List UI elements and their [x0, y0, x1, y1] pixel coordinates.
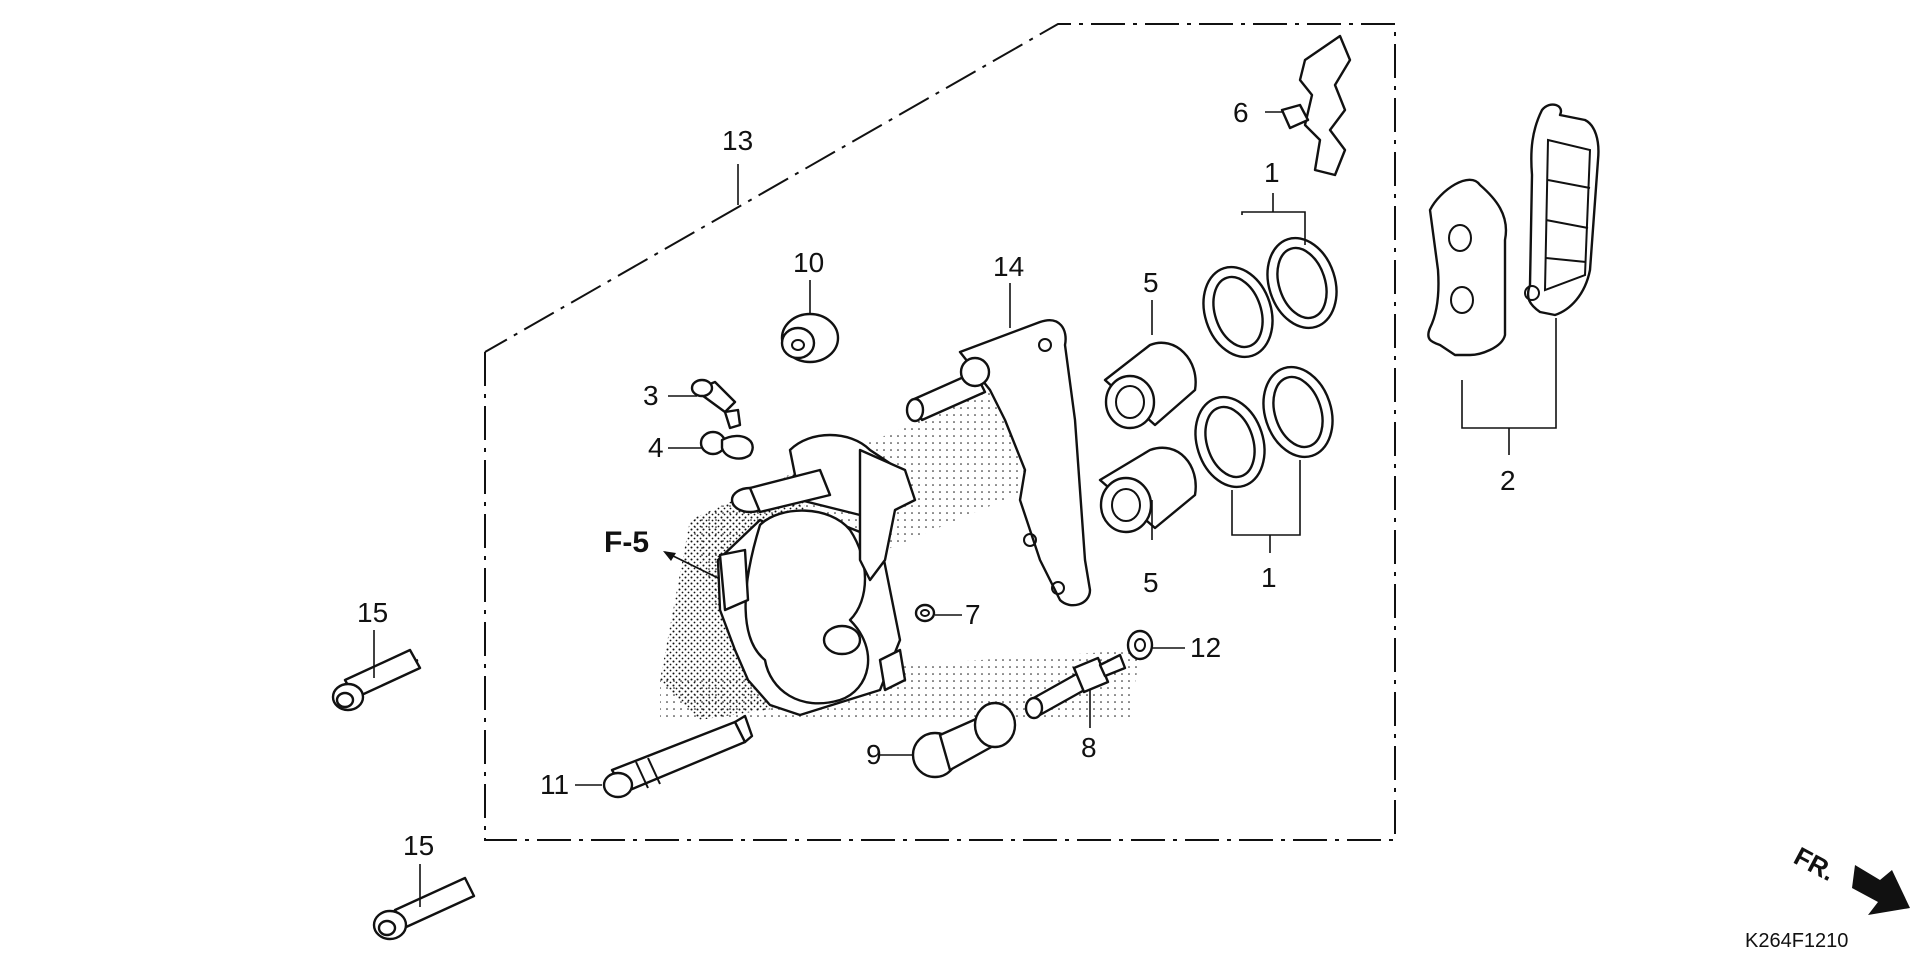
nut-7 — [914, 603, 936, 623]
callout-8: 8 — [1081, 732, 1097, 763]
pads-2 — [1427, 103, 1600, 357]
callout-13: 13 — [722, 125, 753, 156]
front-marker-label: FR. — [1789, 841, 1840, 887]
leader-lines — [373, 111, 1557, 907]
bolt-15-upper — [331, 648, 422, 712]
callout-5-top: 5 — [1143, 267, 1159, 298]
callout-15-lower: 15 — [403, 830, 434, 861]
spring-6 — [1280, 34, 1352, 177]
callout-9: 9 — [866, 739, 882, 770]
piston-5-bottom — [1098, 446, 1197, 534]
bleeder-3 — [690, 378, 742, 430]
cap-12 — [1126, 629, 1154, 661]
callout-labels: 13 10 14 5 5 1 1 2 6 3 4 7 12 8 9 11 15 … — [357, 97, 1516, 861]
diagram-code: K264F1210 — [1745, 930, 1848, 952]
callout-1-bottom: 1 — [1261, 562, 1277, 593]
callout-11: 11 — [540, 769, 569, 800]
front-arrow-icon — [1852, 865, 1910, 915]
bracket-14 — [905, 319, 1092, 607]
pin-11 — [602, 714, 754, 799]
callout-4: 4 — [648, 432, 664, 463]
boot-10 — [780, 312, 840, 364]
callout-1-top: 1 — [1264, 157, 1280, 188]
front-marker: FR. — [1789, 841, 1910, 915]
caliper-body — [716, 433, 917, 717]
callout-5-bottom: 5 — [1143, 567, 1159, 598]
callout-10: 10 — [793, 247, 824, 278]
piston-5-top — [1103, 341, 1197, 430]
cap-4 — [699, 430, 754, 460]
callout-6: 6 — [1233, 97, 1249, 128]
bolt-8 — [1024, 653, 1127, 720]
callout-7: 7 — [965, 599, 981, 630]
bolt-15-lower — [372, 876, 476, 941]
callout-14: 14 — [993, 251, 1024, 282]
reference-f5: F-5 — [604, 526, 649, 559]
seals-1 — [1194, 236, 1338, 489]
callout-15-upper: 15 — [357, 597, 388, 628]
callout-12: 12 — [1190, 632, 1221, 663]
callout-3: 3 — [643, 380, 659, 411]
bolt-9 — [911, 701, 1017, 779]
callout-2: 2 — [1500, 465, 1516, 496]
assembly-boundary — [484, 23, 1396, 841]
